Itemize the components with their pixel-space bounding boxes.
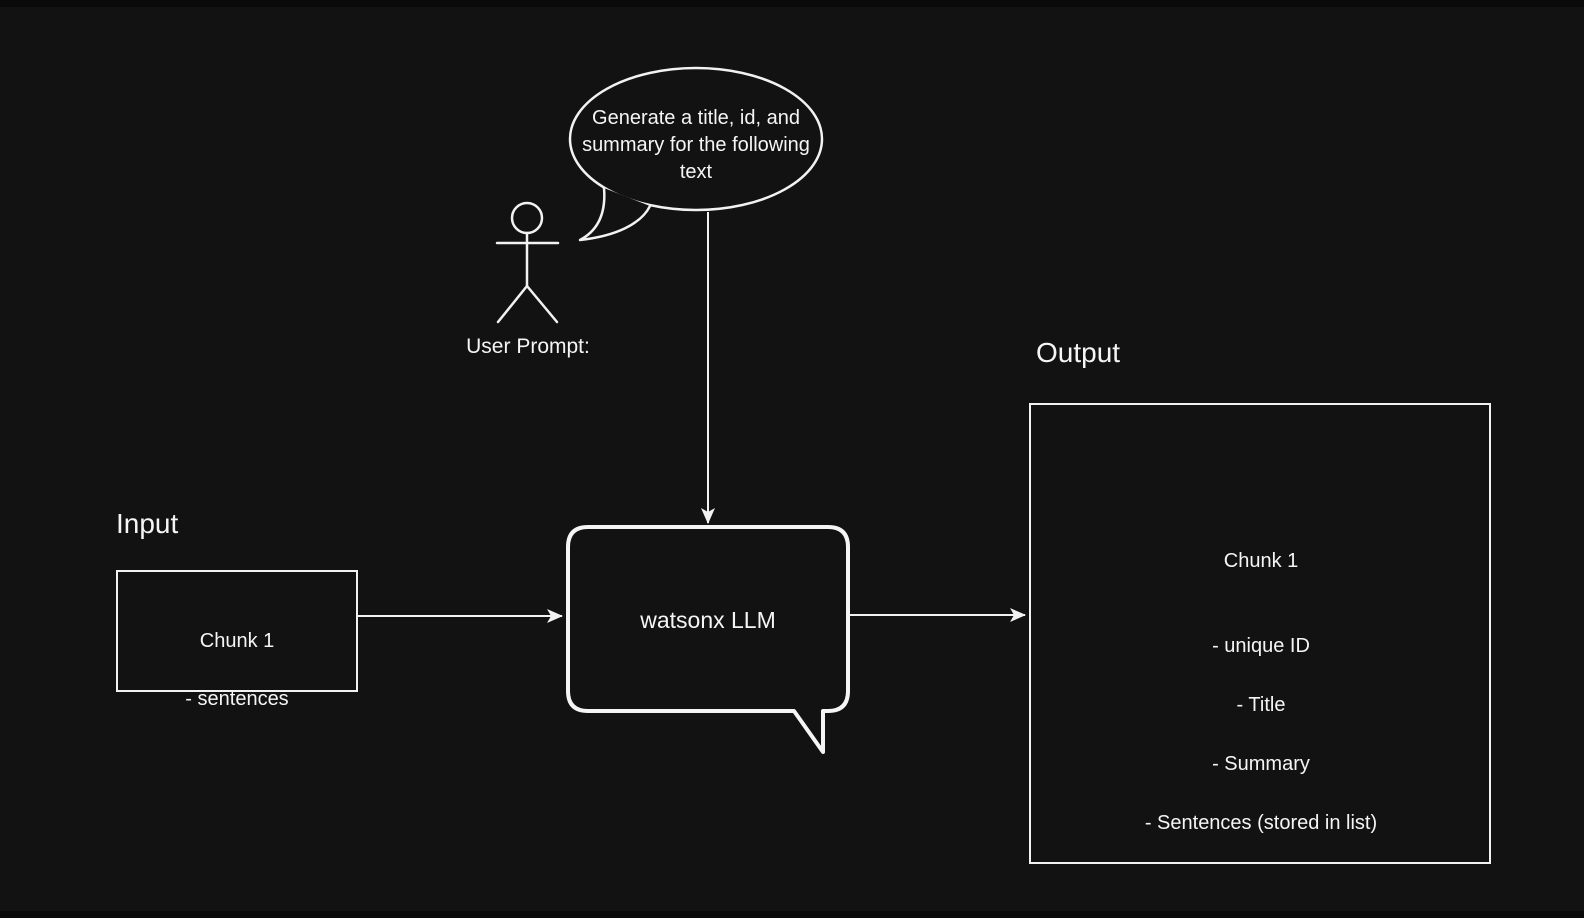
output-field-sentences: - Sentences (stored in list) [1144,811,1378,834]
input-section-label: Input [116,508,179,539]
prompt-bubble-text: Generate a title, id, and summary for th… [582,107,810,183]
stick-figure-left-leg [496,284,529,324]
user-stick-figure-icon [495,201,560,324]
output-field-summary: - Summary [1212,752,1310,775]
output-chunk-title: Chunk 1 [1223,550,1299,572]
speech-bubble-tail [578,186,652,242]
output-section-label: Output [1036,337,1121,368]
llm-message-bubble [566,525,850,754]
stick-figure-right-leg [525,284,559,324]
user-prompt-label: User Prompt: [466,335,590,358]
output-chunk-fields: - unique ID - Title - Summary - Sentence… [1031,602,1491,868]
top-letterbox [0,0,1584,7]
output-field-title: - Title [1236,693,1286,716]
llm-node-label: watsonx LLM [640,607,776,633]
input-chunk-text: Chunk 1 - sentences [117,598,357,743]
output-field-unique-id: - unique ID [1212,634,1310,657]
speech-bubble-ellipse [568,66,824,212]
input-chunk-title: Chunk 1 [199,630,275,652]
stick-figure-head [510,201,544,235]
bottom-letterbox [0,911,1584,918]
input-chunk-detail: - sentences [185,688,289,710]
output-chunk-box [1029,403,1491,864]
input-chunk-box [116,570,358,692]
